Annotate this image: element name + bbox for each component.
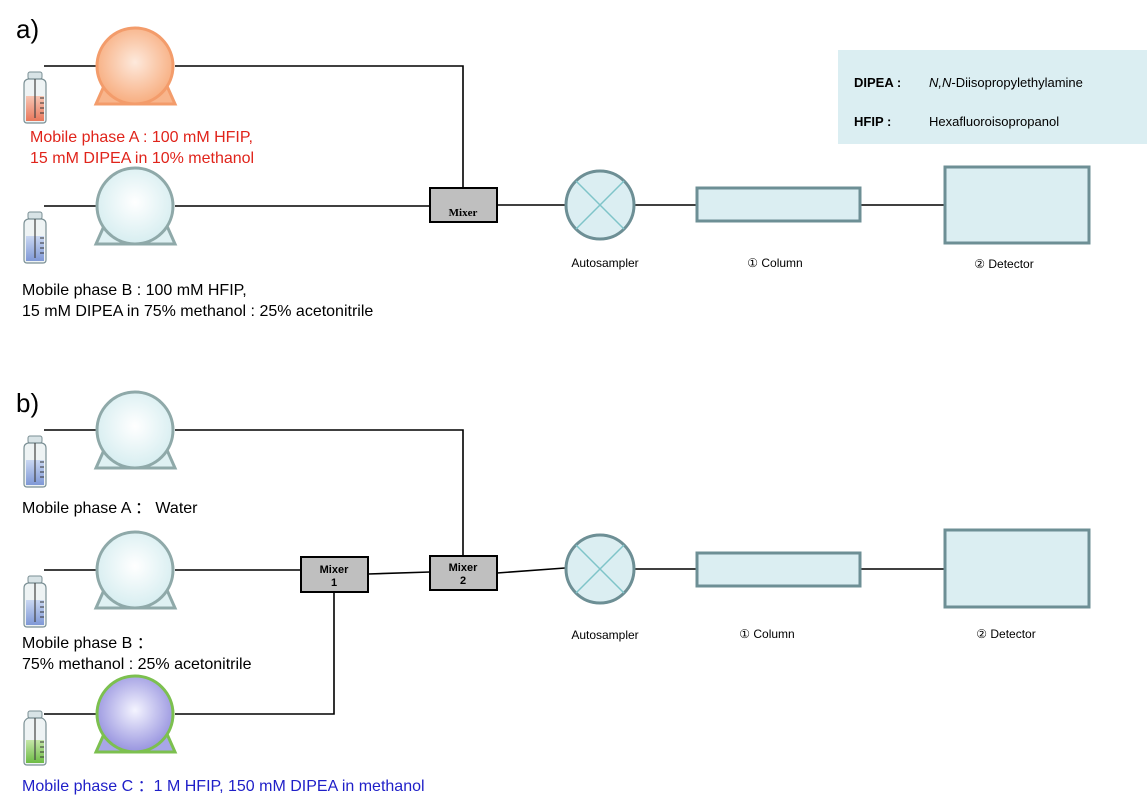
panel-a-mixer-label: Mixer [449, 207, 478, 219]
panel-a-mixer: Mixer [429, 187, 498, 223]
legend-dipea-term: DIPEA : [854, 75, 901, 90]
pump-water-icon [93, 390, 178, 470]
legend-dipea-definition: N,N-Diisopropylethylamine [929, 75, 1083, 90]
legend-hfip-definition: Hexafluoroisopropanol [929, 114, 1059, 129]
panel-a-label: a) [16, 14, 39, 44]
line-pump-a-to-mixer [175, 65, 464, 188]
panel-b-phase-b-line2: 75% methanol : 25% acetonitrile [22, 656, 252, 673]
panel-b-detector-label: ② Detector [976, 627, 1035, 641]
mixer-2-label-line2: 2 [460, 575, 466, 587]
mixer-1-label-line2: 1 [331, 577, 337, 589]
line-pump-wa-to-mixer2 [175, 429, 464, 556]
panel-a-lines [44, 65, 945, 207]
legend-dipea-rest: -Diisopropylethylamine [951, 75, 1083, 90]
panel-b-label: b) [16, 388, 39, 418]
panel-a-autosampler-label: Autosampler [571, 256, 638, 270]
panel-b-autosampler-label: Autosampler [571, 628, 638, 642]
panel-b-column [695, 551, 862, 588]
bottle-water-icon [23, 435, 47, 488]
legend-hfip-term: HFIP : [854, 114, 891, 129]
pump-organic-icon [93, 530, 178, 610]
line-mixer1-to-mixer2 [367, 571, 431, 575]
bottle-b-icon [23, 211, 47, 264]
abbreviation-legend: DIPEA : N,N-Diisopropylethylamine HFIP :… [838, 50, 1147, 144]
panel-a-phase-b-line1: Mobile phase B : 100 mM HFIP, [22, 282, 247, 299]
legend-dipea-italic: N,N [929, 75, 952, 90]
bottle-additive-icon [23, 710, 47, 766]
bottle-a-icon [23, 71, 47, 124]
panel-b-autosampler-icon [564, 533, 636, 605]
panel-a-autosampler-icon [564, 169, 636, 241]
panel-b-phase-a: Mobile phase A ： Water [22, 500, 198, 517]
panel-b-column-label: ① Column [739, 627, 794, 641]
line-mixer2-to-autosampler [496, 567, 566, 574]
line-pump-wc-to-mixer1 [175, 592, 335, 715]
panel-b-mixer-2: Mixer 2 [429, 555, 498, 591]
panel-b-phase-b-line1: Mobile phase B ： [22, 635, 153, 652]
panel-a-phase-a-line1: Mobile phase A : 100 mM HFIP, [30, 129, 253, 146]
pump-additive-icon [93, 674, 178, 754]
panel-a-column-label: ① Column [747, 256, 802, 270]
panel-a-detector [943, 165, 1091, 245]
panel-a-phase-a-line2: 15 mM DIPEA in 10% methanol [30, 150, 254, 167]
panel-a-phase-b-line2: 15 mM DIPEA in 75% methanol : 25% aceton… [22, 303, 373, 320]
panel-b-phase-c: Mobile phase C ：1 M HFIP, 150 mM DIPEA i… [22, 778, 425, 795]
pump-b-icon [93, 166, 178, 246]
bottle-organic-icon [23, 575, 47, 628]
panel-b-mixer-1: Mixer 1 [300, 556, 369, 593]
panel-b-detector [943, 528, 1091, 609]
panel-a-detector-label: ② Detector [974, 257, 1033, 271]
pump-a-icon [93, 26, 178, 106]
panel-a-column [695, 186, 862, 223]
mixer-1-label-line1: Mixer [320, 564, 349, 576]
mixer-2-label-line1: Mixer [449, 562, 478, 574]
panel-b-lines [44, 429, 945, 715]
